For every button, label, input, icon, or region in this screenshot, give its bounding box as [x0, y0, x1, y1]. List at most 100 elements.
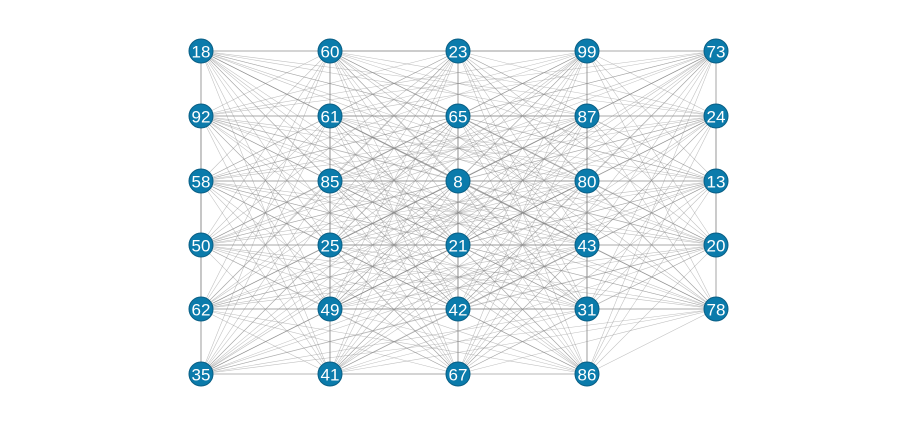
- node-label: 8: [453, 173, 462, 192]
- node-circle[interactable]: [445, 232, 471, 258]
- node-31[interactable]: 31: [574, 296, 600, 322]
- node-41[interactable]: 41: [317, 361, 343, 387]
- node-label: 80: [578, 173, 597, 192]
- edge-73-50: [200, 50, 717, 246]
- node-20[interactable]: 20: [703, 232, 729, 258]
- node-circle[interactable]: [574, 168, 600, 194]
- node-23[interactable]: 23: [445, 38, 471, 64]
- node-8[interactable]: 8: [445, 168, 471, 194]
- node-circle[interactable]: [574, 38, 600, 64]
- edge-60-92: [200, 50, 331, 117]
- node-13[interactable]: 13: [703, 168, 729, 194]
- edge-65-58: [200, 115, 459, 182]
- node-circle[interactable]: [574, 232, 600, 258]
- node-circle[interactable]: [188, 168, 214, 194]
- node-label: 85: [321, 173, 340, 192]
- node-67[interactable]: 67: [445, 361, 471, 387]
- node-circle[interactable]: [317, 232, 343, 258]
- edge-78-86: [586, 308, 717, 375]
- edge-61-58: [200, 115, 331, 182]
- node-50[interactable]: 50: [188, 232, 214, 258]
- edge-24-58: [200, 115, 717, 182]
- node-42[interactable]: 42: [445, 296, 471, 322]
- node-85[interactable]: 85: [317, 168, 343, 194]
- edge-24-31: [586, 115, 717, 310]
- node-circle[interactable]: [188, 296, 214, 322]
- edge-layer: [200, 50, 717, 375]
- node-circle[interactable]: [317, 361, 343, 387]
- node-circle[interactable]: [703, 296, 729, 322]
- node-label: 58: [192, 173, 211, 192]
- edge-73-61: [329, 50, 717, 117]
- edge-8-35: [200, 180, 459, 375]
- edge-65-62: [200, 115, 459, 310]
- node-61[interactable]: 61: [317, 103, 343, 129]
- node-circle[interactable]: [188, 103, 214, 129]
- node-circle[interactable]: [445, 361, 471, 387]
- edge-21-62: [200, 244, 459, 310]
- node-label: 87: [578, 108, 597, 127]
- node-label: 86: [578, 366, 597, 385]
- node-circle[interactable]: [703, 103, 729, 129]
- node-78[interactable]: 78: [703, 296, 729, 322]
- node-92[interactable]: 92: [188, 103, 214, 129]
- node-21[interactable]: 21: [445, 232, 471, 258]
- node-label: 73: [707, 43, 726, 62]
- node-label: 65: [449, 108, 468, 127]
- node-80[interactable]: 80: [574, 168, 600, 194]
- node-60[interactable]: 60: [317, 38, 343, 64]
- node-circle[interactable]: [188, 361, 214, 387]
- node-label: 67: [449, 366, 468, 385]
- node-circle[interactable]: [574, 296, 600, 322]
- edge-31-35: [200, 308, 588, 375]
- node-18[interactable]: 18: [188, 38, 214, 64]
- edge-43-62: [200, 244, 588, 310]
- node-circle[interactable]: [574, 361, 600, 387]
- node-circle[interactable]: [445, 168, 471, 194]
- node-circle[interactable]: [317, 103, 343, 129]
- node-circle[interactable]: [445, 103, 471, 129]
- node-label: 18: [192, 43, 211, 62]
- edge-73-31: [586, 50, 717, 310]
- node-65[interactable]: 65: [445, 103, 471, 129]
- node-58[interactable]: 58: [188, 168, 214, 194]
- node-circle[interactable]: [445, 296, 471, 322]
- node-circle[interactable]: [445, 38, 471, 64]
- edge-85-50: [200, 180, 331, 246]
- node-label: 21: [449, 237, 468, 256]
- node-35[interactable]: 35: [188, 361, 214, 387]
- node-87[interactable]: 87: [574, 103, 600, 129]
- node-43[interactable]: 43: [574, 232, 600, 258]
- node-circle[interactable]: [317, 38, 343, 64]
- node-label: 41: [321, 366, 340, 385]
- edge-87-58: [200, 115, 588, 182]
- node-label: 92: [192, 108, 211, 127]
- node-label: 20: [707, 237, 726, 256]
- node-label: 23: [449, 43, 468, 62]
- edge-24-62: [200, 115, 717, 310]
- node-label: 25: [321, 237, 340, 256]
- node-label: 31: [578, 301, 597, 320]
- node-73[interactable]: 73: [703, 38, 729, 64]
- node-86[interactable]: 86: [574, 361, 600, 387]
- node-circle[interactable]: [703, 168, 729, 194]
- edge-25-35: [200, 244, 331, 375]
- node-circle[interactable]: [317, 168, 343, 194]
- edge-24-85: [329, 115, 717, 182]
- node-label: 50: [192, 237, 211, 256]
- node-circle[interactable]: [703, 38, 729, 64]
- node-circle[interactable]: [188, 232, 214, 258]
- node-62[interactable]: 62: [188, 296, 214, 322]
- node-49[interactable]: 49: [317, 296, 343, 322]
- node-label: 99: [578, 43, 597, 62]
- node-99[interactable]: 99: [574, 38, 600, 64]
- node-circle[interactable]: [317, 296, 343, 322]
- node-25[interactable]: 25: [317, 232, 343, 258]
- node-label: 49: [321, 301, 340, 320]
- node-24[interactable]: 24: [703, 103, 729, 129]
- node-circle[interactable]: [574, 103, 600, 129]
- node-label: 61: [321, 108, 340, 127]
- node-circle[interactable]: [188, 38, 214, 64]
- edge-78-41: [329, 308, 717, 375]
- node-circle[interactable]: [703, 232, 729, 258]
